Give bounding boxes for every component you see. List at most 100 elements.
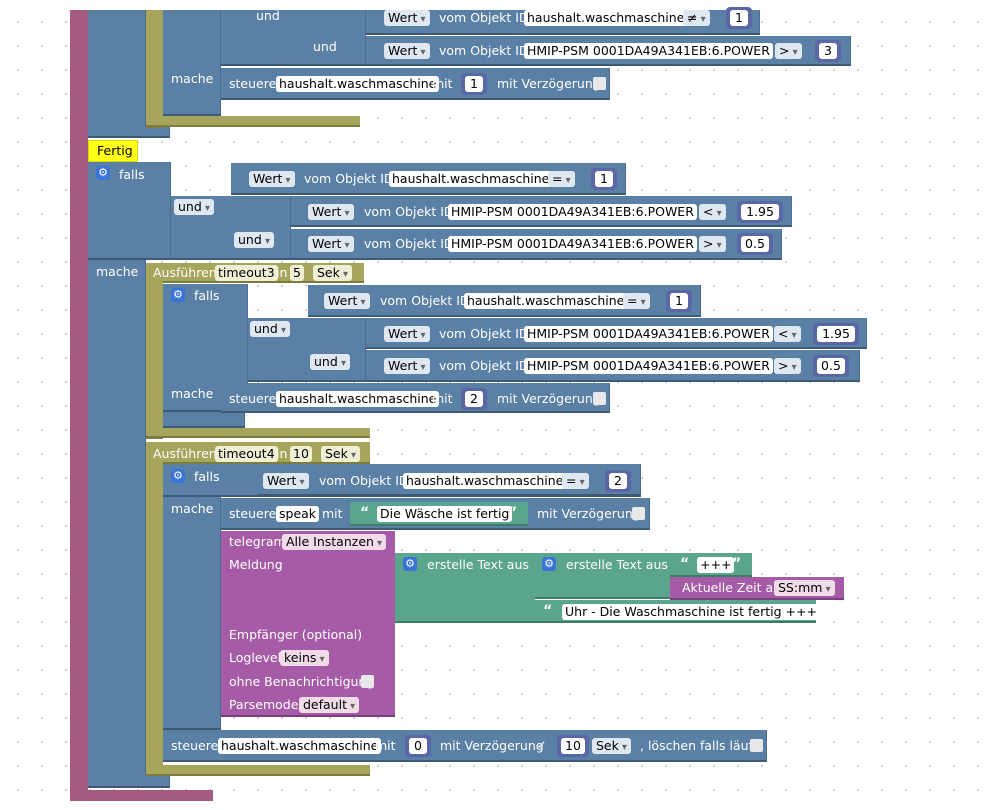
fertig-cond3-object-field[interactable]: HMIP-PSM 0001DA49A341EB:6.POWER	[448, 236, 697, 252]
timeout4-cond-wert-dropdown[interactable]: Wert	[263, 473, 309, 489]
telegram-parsemode-label: Parsemode	[229, 697, 299, 712]
timeout4-speak-object-field[interactable]: speak	[276, 506, 320, 522]
top-steuere-label: steuere	[229, 76, 277, 91]
timeout4-unit-dropdown[interactable]: Sek	[321, 446, 361, 462]
text-done-field[interactable]: Uhr - Die Waschmaschine ist fertig +++	[562, 604, 820, 620]
top-steuere-value[interactable]: 1	[461, 73, 487, 95]
fertig-falls-label: falls	[119, 167, 145, 182]
top-if-block	[163, 10, 221, 116]
top-and2-label: und	[313, 39, 337, 54]
outer-block-footer-top	[88, 126, 170, 138]
timeout3-cond3-operator-dropdown[interactable]: >	[774, 358, 801, 374]
fertig-cond3-value[interactable]: 0.5	[737, 233, 773, 255]
timeout4-if-gear-icon[interactable]: ⚙	[171, 469, 185, 483]
timeout4-delay-field[interactable]: 10	[290, 446, 312, 462]
top-row1-object-field[interactable]: haushalt.waschmaschine	[524, 10, 688, 26]
telegram-instance-dropdown[interactable]: Alle Instanzen	[282, 534, 387, 550]
timeout3-and-dropdown[interactable]: und	[250, 321, 290, 337]
timeout3-name-field[interactable]: timeout3	[215, 265, 278, 281]
timeout3-ausfuehren-label: Ausführen	[153, 265, 217, 280]
fertig-cond2-objid-label: vom Objekt ID	[364, 204, 454, 219]
timeout4-speak-text-field[interactable]: Die Wäsche ist fertig	[377, 506, 513, 522]
top-steuere-object-field[interactable]: haushalt.waschmaschine	[276, 76, 440, 92]
top-row1-value[interactable]: 1	[726, 7, 752, 29]
timeout3-cond2-value[interactable]: 1.95	[813, 323, 859, 345]
timeout3-cond2-wert-dropdown[interactable]: Wert	[384, 326, 430, 342]
outer-block-column	[88, 10, 146, 138]
timeout3-unit-dropdown[interactable]: Sek	[313, 265, 353, 281]
top-row1-wert-dropdown[interactable]: Wert	[384, 10, 430, 26]
top-row2-object-field[interactable]: HMIP-PSM 0001DA49A341EB:6.POWER	[524, 43, 773, 59]
timeout3-cond1-value[interactable]: 1	[666, 290, 692, 312]
timeout4-speak-delay-label: mit Verzögerung	[537, 506, 641, 521]
timeout4-falls-label: falls	[194, 469, 220, 484]
telegram-label: telegram	[229, 534, 286, 549]
timeout4-cond-value[interactable]: 2	[605, 470, 631, 492]
timeout3-steuere-object-field[interactable]: haushalt.waschmaschine	[276, 391, 440, 407]
timeout4-name-field[interactable]: timeout4	[215, 446, 278, 462]
text-join-inner	[535, 553, 670, 599]
fertig-cond1-wert-dropdown[interactable]: Wert	[249, 171, 295, 187]
telegram-ohne-checkbox[interactable]	[361, 675, 374, 688]
timeout3-cond3-object-field[interactable]: HMIP-PSM 0001DA49A341EB:6.POWER	[524, 358, 773, 374]
timeout4-cond-operator-dropdown[interactable]: =	[562, 473, 589, 489]
text-plus-field[interactable]: +++	[697, 557, 735, 573]
fertig-cond2-object-field[interactable]: HMIP-PSM 0001DA49A341EB:6.POWER	[448, 204, 697, 220]
final-steuere-object-field[interactable]: haushalt.waschmaschine	[218, 738, 382, 754]
timeout3-delay-field[interactable]: 5	[290, 265, 304, 281]
timeout3-delay-checkbox[interactable]	[593, 392, 606, 405]
timeout3-cond1-wert-dropdown[interactable]: Wert	[324, 293, 370, 309]
text-join-inner-gear-icon[interactable]: ⚙	[542, 557, 556, 571]
telegram-parsemode-dropdown[interactable]: default	[299, 697, 360, 713]
top-row1-objid-label: vom Objekt ID	[439, 10, 529, 25]
timeout4-cond-objid-label: vom Objekt ID	[319, 473, 409, 488]
final-delay-label: mit Verzögerung	[440, 738, 544, 753]
timeout4-cond-object-field[interactable]: haushalt.waschmaschine	[403, 473, 567, 489]
timeout3-cond2-operator-dropdown[interactable]: <	[774, 326, 801, 342]
fertig-cond2-wert-dropdown[interactable]: Wert	[308, 204, 354, 220]
timeout4-ausfuehren-label: Ausführen	[153, 446, 217, 461]
timeout3-cond3-value[interactable]: 0.5	[813, 355, 849, 377]
fertig-cond3-wert-dropdown[interactable]: Wert	[308, 236, 354, 252]
top-row1-operator-dropdown[interactable]: ≠	[683, 10, 710, 26]
timeout3-if-gear-icon[interactable]: ⚙	[171, 288, 185, 302]
fertig-cond1-operator-dropdown[interactable]: =	[548, 171, 575, 187]
fertig-and-dropdown[interactable]: und	[174, 199, 214, 215]
timeout4-speak-delay-checkbox[interactable]	[632, 507, 645, 520]
fertig-cond2-operator-dropdown[interactable]: <	[699, 204, 726, 220]
top-delay-checkbox[interactable]	[593, 77, 606, 90]
fertig-cond2-value[interactable]: 1.95	[737, 201, 783, 223]
program-spine	[70, 10, 88, 800]
fertig-and2-dropdown[interactable]: und	[234, 232, 274, 248]
final-delay-checkbox[interactable]: ✓	[536, 738, 547, 752]
final-loeschen-checkbox[interactable]	[750, 739, 763, 752]
final-delay-unit-dropdown[interactable]: Sek	[592, 738, 632, 754]
fertig-cond1-value[interactable]: 1	[591, 168, 617, 190]
timeout4-if-block	[163, 464, 221, 730]
text-join-outer-gear-icon[interactable]: ⚙	[403, 557, 417, 571]
timeout3-cond2-object-field[interactable]: HMIP-PSM 0001DA49A341EB:6.POWER	[524, 326, 773, 342]
done-open-quote-icon: “	[543, 603, 553, 619]
text-join-outer	[395, 553, 535, 623]
fertig-cond3-operator-dropdown[interactable]: >	[699, 236, 726, 252]
time-format-dropdown[interactable]: SS:mm	[774, 580, 835, 596]
timeout3-falls-label: falls	[194, 288, 220, 303]
final-delay-value[interactable]: 10	[557, 735, 589, 757]
telegram-loglevel-dropdown[interactable]: keins	[280, 650, 329, 666]
timeout3-cond1-object-field[interactable]: haushalt.waschmaschine	[464, 293, 628, 309]
top-row2-value[interactable]: 3	[815, 40, 841, 62]
timeout3-in-label: in	[276, 265, 288, 280]
telegram-loglevel-label: Loglevel	[229, 650, 282, 665]
timeout3-and2-dropdown[interactable]: und	[310, 354, 350, 370]
timeout3-cond1-operator-dropdown[interactable]: =	[623, 293, 650, 309]
top-row2-wert-dropdown[interactable]: Wert	[384, 43, 430, 59]
fertig-cond1-object-field[interactable]: haushalt.waschmaschine	[389, 171, 553, 187]
top-row2-operator-dropdown[interactable]: >	[775, 43, 802, 59]
timeout3-steuere-value[interactable]: 2	[461, 388, 487, 410]
timeout3-cond3-wert-dropdown[interactable]: Wert	[384, 358, 430, 374]
fertig-if-gear-icon[interactable]: ⚙	[96, 166, 110, 180]
timeout4-in-label: in	[276, 446, 288, 461]
fertig-cond1-objid-label: vom Objekt ID	[304, 171, 394, 186]
final-steuere-mit-label: mit	[375, 738, 396, 753]
final-steuere-value[interactable]: 0	[405, 735, 431, 757]
